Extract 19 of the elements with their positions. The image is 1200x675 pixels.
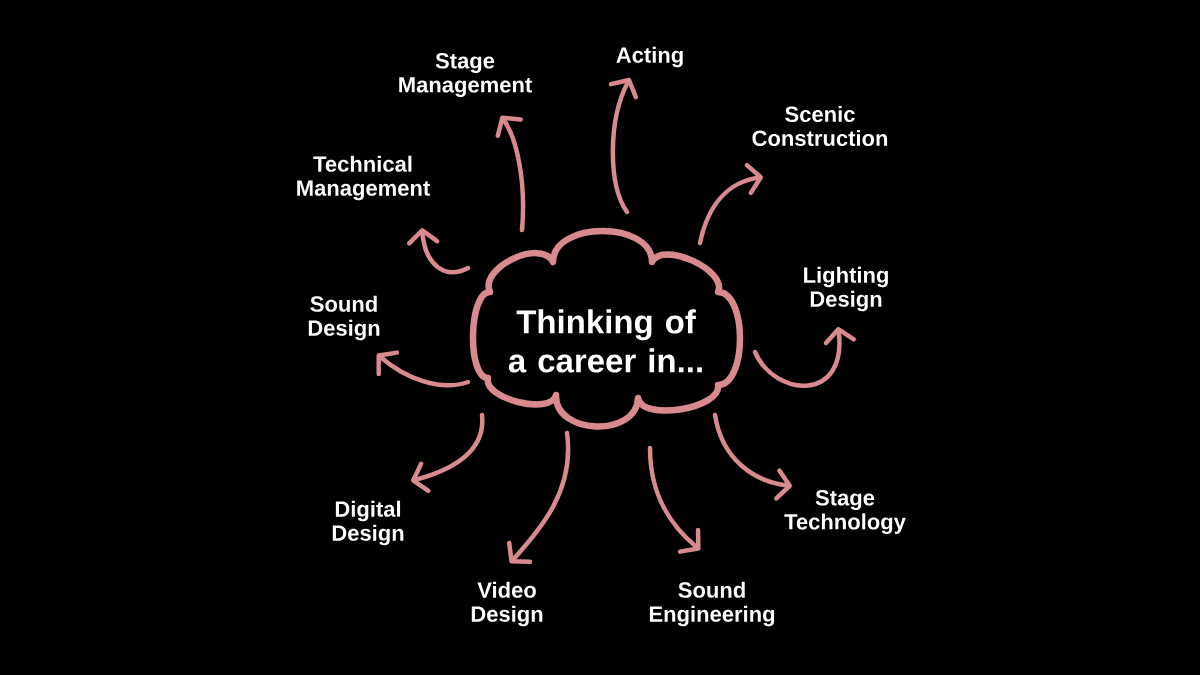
- career-label: Sound Engineering: [649, 581, 775, 627]
- career-label: Video Design: [471, 581, 543, 627]
- curved-arrow: [647, 445, 701, 554]
- curved-arrow: [712, 412, 792, 501]
- career-label: Lighting Design: [804, 266, 888, 312]
- curved-arrow: [608, 77, 639, 215]
- career-label: Technical Management: [297, 155, 430, 201]
- career-label: Stage Management: [399, 52, 532, 97]
- career-label: Acting: [616, 46, 683, 68]
- curved-arrow: [752, 327, 856, 388]
- curved-arrow: [376, 350, 471, 388]
- thought-cloud: Thinking of a career in...: [469, 227, 744, 430]
- career-label: Scenic Construction: [752, 105, 888, 147]
- curved-arrow: [507, 430, 571, 565]
- curved-arrow: [495, 115, 526, 233]
- career-label: Sound Design: [308, 295, 380, 341]
- curved-arrow: [697, 162, 764, 246]
- career-label: Digital Design: [332, 500, 404, 546]
- career-label: Stage Technology: [784, 490, 906, 534]
